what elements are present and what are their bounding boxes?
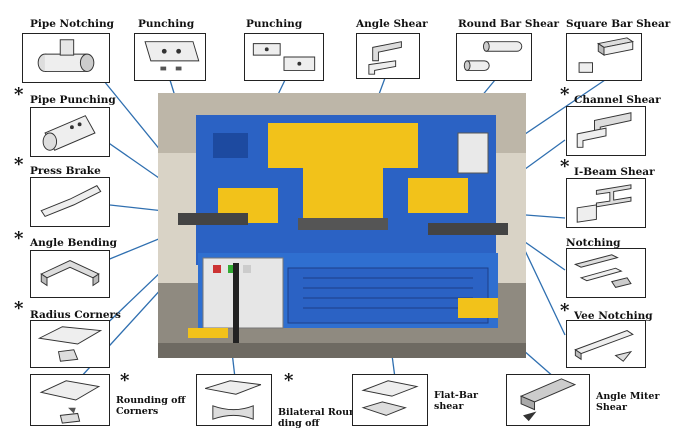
label-angle-miter-1: Angle Miter <box>596 391 660 402</box>
label-press-brake: Press Brake <box>30 165 101 177</box>
rounding-off-corners-box <box>30 374 110 426</box>
channel-shear-box <box>566 106 646 156</box>
flat-bar-shear-box <box>352 374 428 426</box>
square-bar-icon <box>578 37 634 73</box>
channel-shear-icon <box>576 112 632 148</box>
pipe-notching-icon <box>37 39 95 72</box>
label-rounding-off-2: Corners <box>116 406 159 417</box>
pipe-punching-icon <box>42 115 96 151</box>
label-pipe-punching: Pipe Punching <box>30 94 116 106</box>
flat-bar-shear-icon <box>361 380 419 416</box>
angle-miter-shear-box <box>506 374 590 426</box>
round-bar-shear-box <box>456 33 532 81</box>
label-rounding-off-1: Rounding off <box>116 395 186 406</box>
notching-icon <box>573 254 632 288</box>
star-i-beam-shear: * <box>560 156 570 177</box>
star-press-brake: * <box>14 154 24 175</box>
pipe-punching-box <box>30 107 110 157</box>
ironworker-machine-photo <box>158 93 526 358</box>
punching-2-box <box>244 33 324 81</box>
round-bar-icon <box>463 41 523 71</box>
press-brake-box <box>30 177 110 227</box>
star-radius-corners: * <box>14 298 24 319</box>
label-angle-miter-2: Shear <box>596 402 627 413</box>
pipe-notching-box <box>22 33 110 83</box>
angle-bending-box <box>30 250 110 298</box>
notching-box <box>566 248 646 298</box>
label-notching: Notching <box>566 237 621 249</box>
label-i-beam-shear: I-Beam Shear <box>574 166 655 178</box>
star-rounding-off-corners: * <box>120 370 130 391</box>
label-flat-bar-2: shear <box>434 401 464 412</box>
star-vee-notching: * <box>560 300 570 321</box>
press-brake-icon <box>40 185 102 217</box>
angle-shear-box <box>356 33 420 79</box>
label-pipe-notching: Pipe Notching <box>30 18 115 30</box>
radius-corners-box <box>30 320 110 368</box>
label-round-bar-shear: Round Bar Shear <box>458 18 560 30</box>
angle-bending-icon <box>40 260 100 287</box>
i-beam-shear-box <box>566 178 646 228</box>
star-channel-shear: * <box>560 84 570 105</box>
radius-corners-icon <box>37 326 103 362</box>
i-beam-icon <box>576 184 632 223</box>
label-bilateral-2: ding off <box>278 418 320 429</box>
label-bilateral-1: Bilateral Roun <box>278 407 356 418</box>
label-angle-bending: Angle Bending <box>30 237 117 249</box>
punching-plate-icon <box>144 41 200 71</box>
star-bilateral-rounding: * <box>284 370 294 391</box>
bilateral-rounding-icon <box>205 380 262 420</box>
label-punching-2: Punching <box>246 18 303 30</box>
label-channel-shear: Channel Shear <box>574 94 661 106</box>
angle-shear-icon <box>368 41 402 75</box>
vee-notching-box <box>566 320 646 368</box>
label-vee-notching: Vee Notching <box>574 310 653 322</box>
label-flat-bar-1: Flat-Bar <box>434 390 479 401</box>
star-pipe-punching: * <box>14 84 24 105</box>
label-radius-corners: Radius Corners <box>30 309 121 321</box>
label-angle-shear: Angle Shear <box>356 18 428 30</box>
bilateral-rounding-box <box>196 374 272 426</box>
label-punching-1: Punching <box>138 18 195 30</box>
punching-1-box <box>134 33 206 81</box>
vee-notching-icon <box>574 330 634 362</box>
angle-miter-shear-icon <box>519 378 577 422</box>
square-bar-shear-box <box>566 33 642 81</box>
label-square-bar-shear: Square Bar Shear <box>566 18 671 30</box>
punching-angle-icon <box>252 43 316 71</box>
rounding-off-corners-icon <box>39 380 101 424</box>
star-angle-bending: * <box>14 228 24 249</box>
